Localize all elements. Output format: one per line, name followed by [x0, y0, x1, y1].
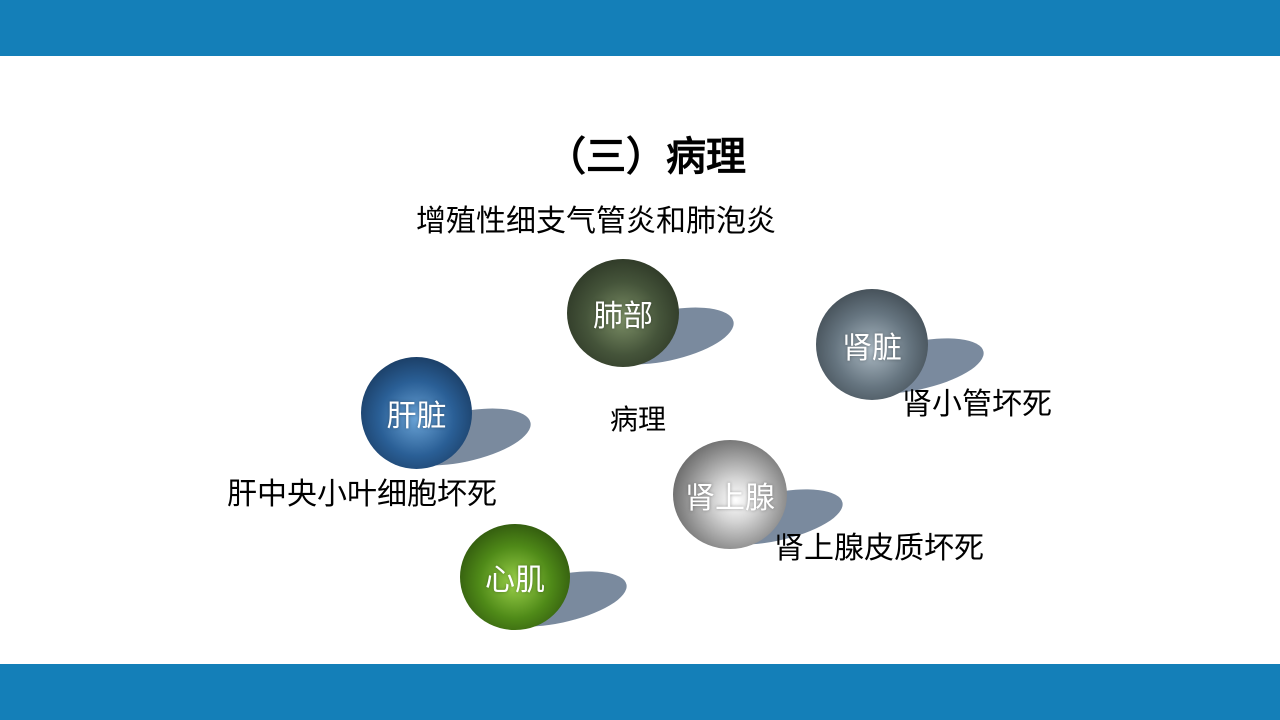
slide-title: （三）病理: [546, 134, 746, 180]
lung-finding-label: 增殖性细支气管炎和肺泡炎: [416, 204, 776, 239]
liver-sphere-label: 肝脏: [386, 399, 447, 434]
top-banner: [0, 0, 1280, 56]
center-label: 病理: [610, 403, 667, 436]
adrenal-sphere-label: 肾上腺: [685, 480, 775, 516]
adrenal-finding-label: 肾上腺皮质坏死: [774, 531, 984, 566]
kidney-sphere-label: 肾脏: [842, 330, 902, 366]
adrenal-sphere: 肾上腺: [673, 440, 787, 549]
kidney-finding-label: 肾小管坏死: [902, 387, 1052, 422]
heart-sphere-label: 心肌: [485, 563, 545, 598]
bottom-banner: [0, 664, 1280, 720]
lung-sphere-label: 肺部: [593, 299, 653, 334]
liver-finding-label: 肝中央小叶细胞坏死: [227, 477, 497, 512]
liver-sphere: 肝脏: [361, 357, 472, 469]
heart-sphere: 心肌: [460, 524, 570, 630]
lung-sphere: 肺部: [567, 259, 679, 367]
kidney-sphere: 肾脏: [816, 289, 928, 400]
